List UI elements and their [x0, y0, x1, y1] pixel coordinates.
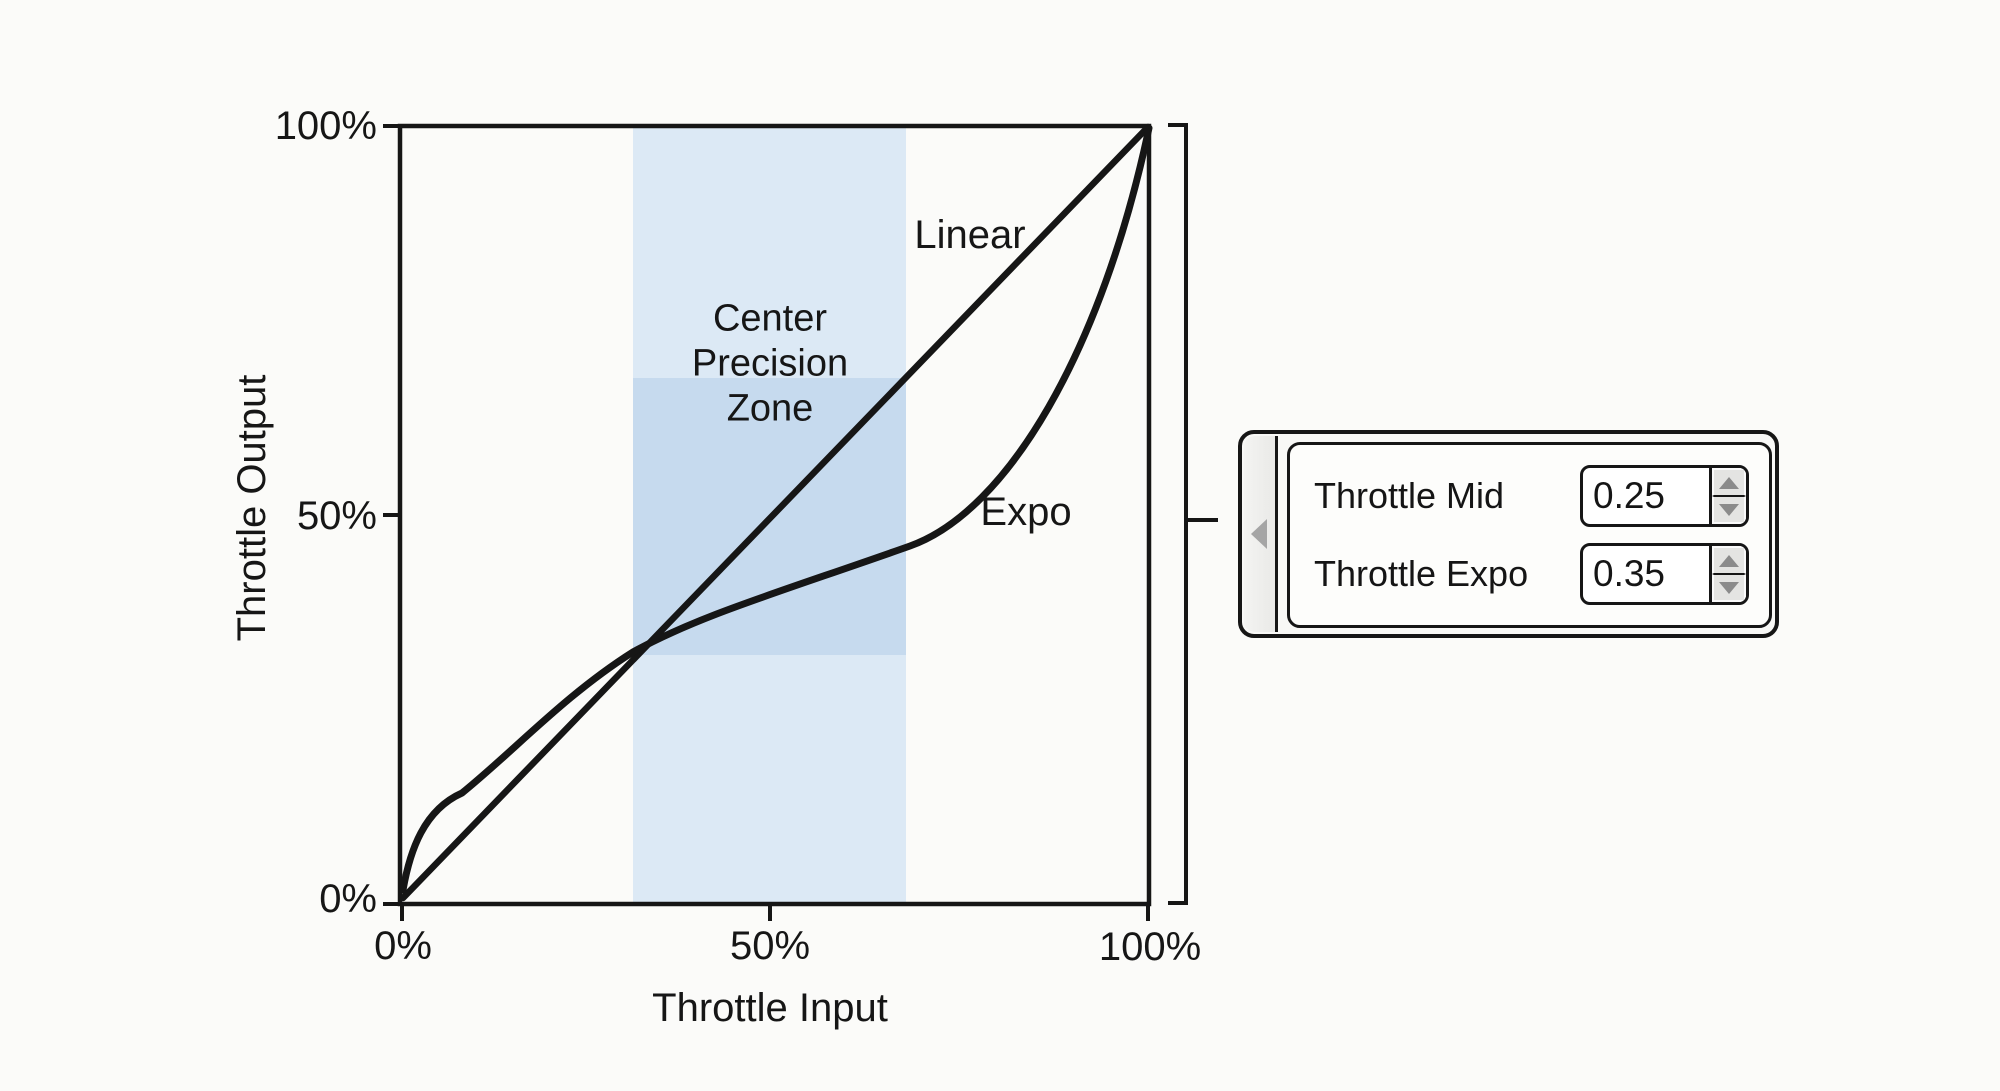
expo-curve-label: Expo: [980, 490, 1072, 534]
x-tick-label-100: 100%: [1098, 925, 1202, 969]
throttle-expo-row: Throttle Expo 0.35: [1290, 542, 1769, 606]
throttle-mid-decrement-button[interactable]: [1712, 496, 1746, 524]
throttle-expo-spinner: [1709, 546, 1746, 602]
throttle-settings-panel: Throttle Mid 0.25 Throttle Expo: [1238, 430, 1779, 638]
throttle-expo-increment-button[interactable]: [1712, 546, 1746, 574]
throttle-mid-label: Throttle Mid: [1314, 475, 1505, 516]
x-axis-title: Throttle Input: [652, 986, 888, 1030]
panel-collapse-handle[interactable]: [1244, 436, 1278, 632]
center-zone-label-line3: Zone: [726, 387, 814, 430]
collapse-left-arrow-icon: [1251, 519, 1267, 549]
spinner-down-icon: [1719, 581, 1739, 594]
expo-curve: [399, 124, 1153, 894]
linear-curve: [399, 123, 1152, 902]
x-tick-label-0: 0%: [374, 924, 432, 968]
center-zone-label-line2: Precision: [691, 342, 849, 385]
center-zone-label-line1: Center: [712, 297, 828, 340]
linear-curve-label: Linear: [914, 213, 1026, 257]
throttle-mid-spinbox: 0.25: [1580, 465, 1749, 527]
throttle-mid-row: Throttle Mid 0.25: [1290, 464, 1769, 528]
throttle-expo-label: Throttle Expo: [1314, 553, 1529, 594]
panel-body: Throttle Mid 0.25 Throttle Expo: [1287, 442, 1772, 628]
x-tick-label-50: 50%: [729, 924, 811, 968]
throttle-mid-value-field[interactable]: 0.25: [1593, 475, 1666, 516]
throttle-expo-decrement-button[interactable]: [1712, 574, 1746, 602]
spinner-down-icon: [1719, 503, 1739, 516]
throttle-expo-spinbox: 0.35: [1580, 543, 1749, 605]
plot-border: [397, 123, 1152, 907]
throttle-expo-value-field[interactable]: 0.35: [1593, 553, 1666, 594]
y-tick-label-100: 100%: [274, 104, 377, 148]
output-range-bracket: [1168, 123, 1188, 905]
spinner-up-icon: [1719, 476, 1739, 489]
throttle-mid-spinner: [1709, 468, 1746, 524]
center-zone-label: Center Precision Zone: [610, 297, 930, 432]
y-tick-label-0: 0%: [319, 877, 377, 921]
y-axis-title: Throttle Output: [230, 374, 274, 642]
y-tick-label-50: 50%: [296, 494, 377, 538]
spinner-up-icon: [1719, 554, 1739, 567]
throttle-mid-increment-button[interactable]: [1712, 468, 1746, 496]
